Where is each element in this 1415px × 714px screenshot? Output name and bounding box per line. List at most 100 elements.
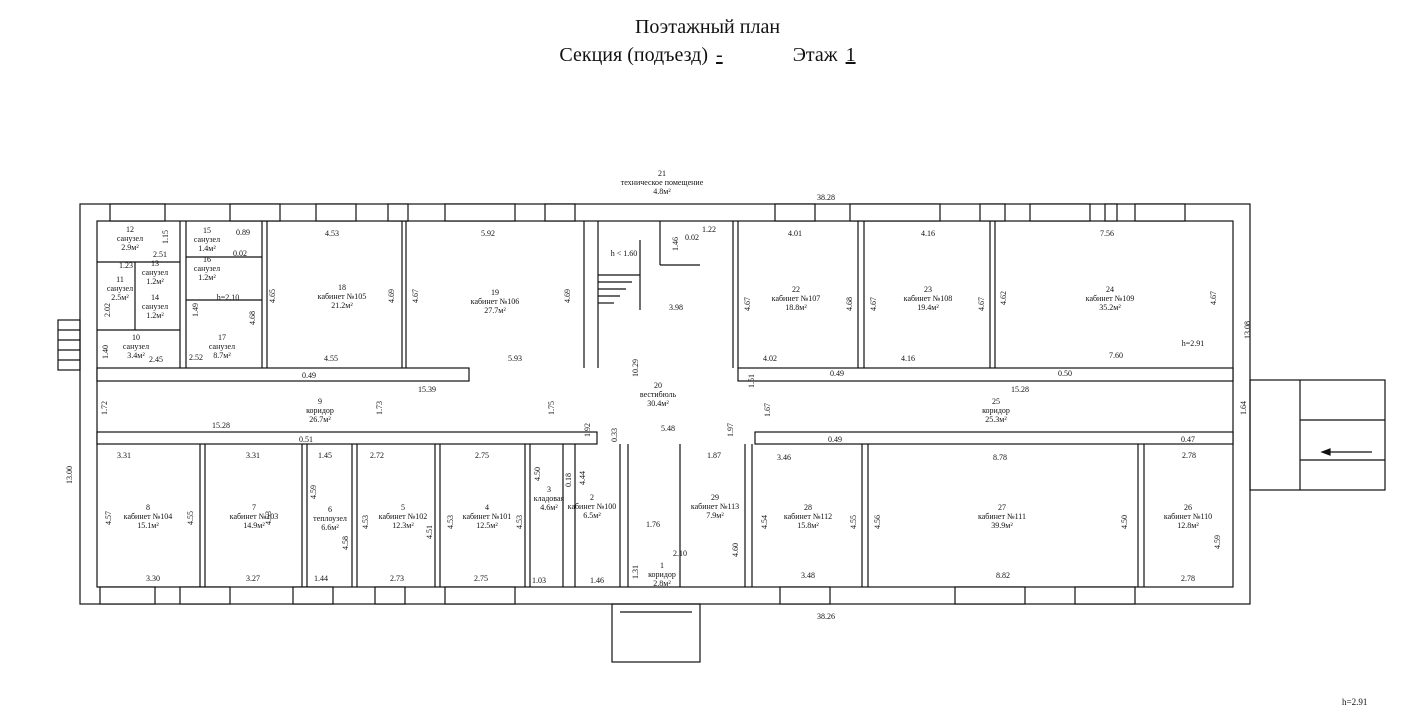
dimension-label: 38.26 xyxy=(817,612,835,621)
dimension-label: 4.55 xyxy=(324,354,338,363)
room-num: 5 xyxy=(401,503,405,512)
room-area: 6.5м² xyxy=(583,511,601,520)
dimension-label: 1.22 xyxy=(702,225,716,234)
room-name: коридор xyxy=(982,406,1010,415)
outer-wall-inner-line xyxy=(96,220,1234,588)
dimension-label: 15.28 xyxy=(212,421,230,430)
room-name: кабинет №103 xyxy=(230,512,279,521)
room-area: 1.4м² xyxy=(198,244,216,253)
dimension-label: 1.03 xyxy=(532,576,546,585)
dimension-label: 2.52 xyxy=(189,353,203,362)
dimension-label: 15.28 xyxy=(1011,385,1029,394)
dimension-label: 4.58 xyxy=(341,536,350,550)
room-area: 27.7м² xyxy=(484,306,506,315)
dimension-label: 4.01 xyxy=(788,229,802,238)
room-area: 6.6м² xyxy=(321,523,339,532)
room-area: 12.8м² xyxy=(1177,521,1199,530)
room-num: 15 xyxy=(203,226,211,235)
room-num: 10 xyxy=(132,333,140,342)
room-num: 24 xyxy=(1106,285,1114,294)
room-num: 21 xyxy=(658,169,666,178)
dimension-label: 4.59 xyxy=(309,485,318,499)
dimension-label: 2.45 xyxy=(149,355,163,364)
dimension-label: 2.10 xyxy=(673,549,687,558)
dimension-label: 2.75 xyxy=(475,451,489,460)
dimension-label: 7.56 xyxy=(1100,229,1114,238)
room-area: 18.8м² xyxy=(785,303,807,312)
room-area: 12.3м² xyxy=(392,521,414,530)
room-name: санузел xyxy=(209,342,235,351)
dimension-label: h=2.10 xyxy=(217,293,240,302)
room-name: кабинет №101 xyxy=(463,512,512,521)
dimension-label: 3.30 xyxy=(146,574,160,583)
dimension-label: 1.73 xyxy=(375,401,384,415)
dimension-label: 4.02 xyxy=(763,354,777,363)
dimension-label: 1.46 xyxy=(590,576,604,585)
room-num: 9 xyxy=(318,397,322,406)
dimension-label: 7.60 xyxy=(1109,351,1123,360)
dimension-label: 8.78 xyxy=(993,453,1007,462)
dimension-label: 2.78 xyxy=(1181,574,1195,583)
floor-value: 1 xyxy=(845,44,856,66)
room-num: 2 xyxy=(590,493,594,502)
dimension-label: 4.67 xyxy=(1209,291,1218,305)
floor-label: Этаж xyxy=(792,44,838,66)
dimension-label: 1.67 xyxy=(763,403,772,417)
room-name: кабинет №113 xyxy=(691,502,739,511)
dimension-label: 0.47 xyxy=(1181,435,1195,444)
room-area: 39.9м² xyxy=(991,521,1013,530)
section-label: Секция (подъезд) xyxy=(559,44,709,66)
room-area: 25.3м² xyxy=(985,415,1007,424)
dimension-label: 1.97 xyxy=(726,423,735,437)
dimension-label: 4.65 xyxy=(268,289,277,303)
dimension-label: 0.49 xyxy=(828,435,842,444)
corridor-wall-bottom-right xyxy=(754,431,1234,445)
room-num: 29 xyxy=(711,493,719,502)
dimension-label: 0.49 xyxy=(830,369,844,378)
dimension-label: 4.53 xyxy=(325,229,339,238)
footer-height-note: h=2.91 xyxy=(1342,697,1368,707)
dimension-label: 0.50 xyxy=(1058,369,1072,378)
dimension-label: h < 1.60 xyxy=(611,249,638,258)
dimension-label: 0.02 xyxy=(233,249,247,258)
dimension-label: 0.51 xyxy=(299,435,313,444)
dimension-label: h=2.91 xyxy=(1182,339,1205,348)
room-num: 12 xyxy=(126,225,134,234)
room-name: кабинет №105 xyxy=(318,292,367,301)
dimension-label: 2.51 xyxy=(153,250,167,259)
dimension-label: 10.29 xyxy=(631,359,640,377)
room-area: 3.4м² xyxy=(127,351,145,360)
dimension-label: 4.56 xyxy=(873,515,882,529)
dimension-label: 2.73 xyxy=(390,574,404,583)
room-num: 14 xyxy=(151,293,159,302)
room-num: 27 xyxy=(998,503,1006,512)
dimension-label: 0.33 xyxy=(610,428,619,442)
room-name: кабинет №110 xyxy=(1164,512,1212,521)
dimension-label: 1.40 xyxy=(101,345,110,359)
plan-subtitle: Секция (подъезд)- Этаж 1 xyxy=(0,44,1415,67)
room-name: санузел xyxy=(142,302,168,311)
room-area: 19.4м² xyxy=(917,303,939,312)
room-area: 1.2м² xyxy=(146,311,164,320)
dimension-label: 2.72 xyxy=(370,451,384,460)
dimension-label: 2.02 xyxy=(103,303,112,317)
dimension-label: 4.53 xyxy=(361,515,370,529)
room-name: кабинет №111 xyxy=(978,512,1026,521)
room-area: 26.7м² xyxy=(309,415,331,424)
room-num: 25 xyxy=(992,397,1000,406)
dimension-label: 4.55 xyxy=(849,515,858,529)
room-name: кабинет №106 xyxy=(471,297,520,306)
windows-top xyxy=(109,203,1186,222)
dimension-label: 3.98 xyxy=(669,303,683,312)
section-value: - xyxy=(716,44,723,66)
